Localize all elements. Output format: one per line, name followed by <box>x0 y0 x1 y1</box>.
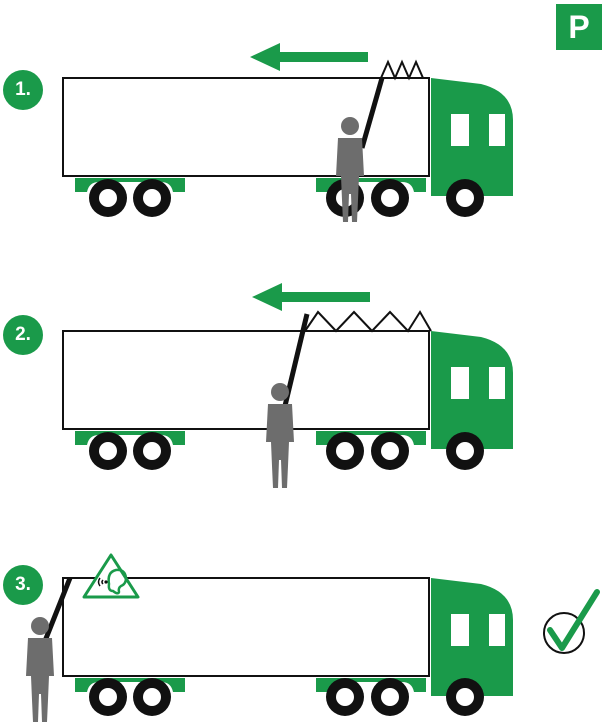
wheel <box>446 678 484 716</box>
p-badge: P <box>556 4 602 50</box>
wheel <box>133 179 171 217</box>
step-3-number: 3. <box>3 565 43 605</box>
step-1-scene <box>63 43 513 222</box>
trailer-body <box>63 78 429 176</box>
wheel <box>326 678 364 716</box>
wheel <box>326 432 364 470</box>
step-1-number: 1. <box>3 70 43 110</box>
curtain-folded <box>381 62 429 78</box>
step-2-number: 2. <box>3 315 43 355</box>
checkmark-icon <box>544 592 597 653</box>
wheel <box>371 432 409 470</box>
wheel <box>89 179 127 217</box>
hearing-warning-icon <box>84 555 138 597</box>
truck-cab <box>431 331 513 449</box>
wheel <box>446 432 484 470</box>
arrow-left-icon <box>250 43 368 71</box>
truck-cab <box>431 78 513 196</box>
truck-cab <box>431 578 513 696</box>
wheel <box>89 678 127 716</box>
wheel <box>133 678 171 716</box>
step-3-scene <box>26 555 597 722</box>
trailer-body <box>63 331 429 429</box>
wheel <box>89 432 127 470</box>
wheel <box>446 179 484 217</box>
wheel <box>133 432 171 470</box>
wheel <box>371 678 409 716</box>
wheel <box>371 179 409 217</box>
step-2-scene <box>63 283 513 488</box>
arrow-left-icon <box>252 283 370 311</box>
curtain-folded <box>305 312 431 331</box>
